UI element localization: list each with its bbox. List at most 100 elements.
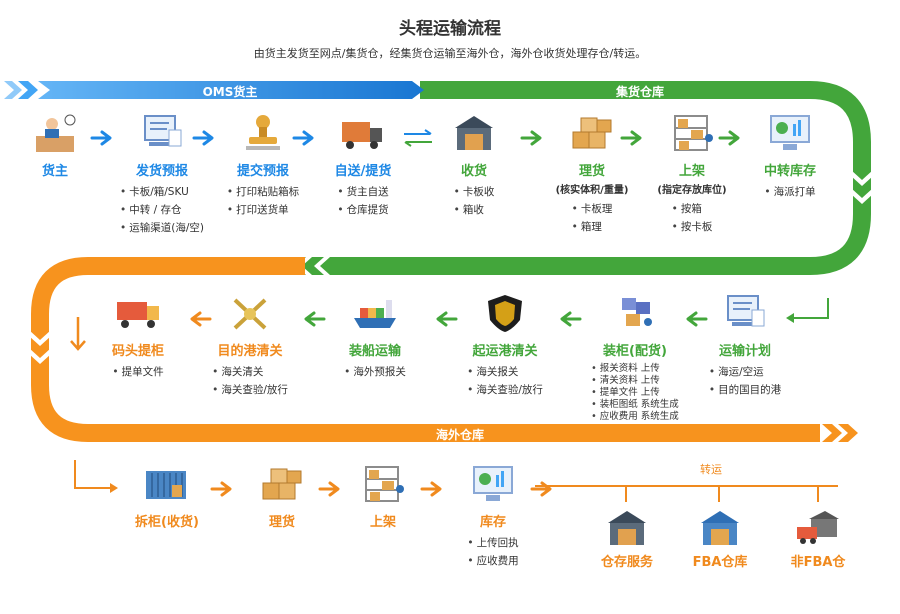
page-subtitle: 由货主发货至网点/集货仓，经集货仓运输至海外仓，海外仓收货处理存仓/转运。 (253, 47, 647, 60)
flow-arrow (620, 130, 642, 146)
step-note: 海外预报关 (344, 363, 406, 381)
step-notes: 报关资料 上传清关资料 上传提单文件 上传装柜图纸 系统生成应收费用 系统生成 (591, 363, 679, 423)
flow-arrow (560, 311, 582, 327)
cargo-ship-icon (315, 292, 435, 334)
step-note: 应收费用 (467, 552, 519, 570)
step-notes: 按箱按卡板 (672, 200, 713, 236)
step-notes: 卡板收箱收 (454, 183, 495, 219)
loading-boxes-icon (575, 292, 695, 334)
step-label: 装柜(配货) (603, 344, 667, 359)
step-node: 非FBA仓 (758, 507, 878, 570)
warehouse-boxes-icon (567, 507, 687, 549)
flow-arrow (686, 311, 708, 327)
step-note: 按箱 (672, 200, 713, 218)
step-note: 目的国目的港 (709, 381, 781, 399)
step-node: 提交预报打印粘贴箱标打印送货单 (203, 112, 323, 219)
flow-arrow (90, 130, 112, 146)
step-node: 拆柜(收货) (107, 463, 227, 530)
step-note: 装柜图纸 系统生成 (591, 399, 679, 411)
exchange-arrow (404, 129, 432, 147)
down-arrow (70, 317, 86, 351)
flow-arrow (318, 481, 340, 497)
step-note: 海关清关 (212, 363, 288, 381)
orange-loop (31, 257, 820, 442)
step-note: 提单文件 上传 (591, 387, 679, 399)
step-node: 收货卡板收箱收 (414, 112, 534, 219)
step-note: 海关查验/放行 (212, 381, 288, 399)
stamp-icon (203, 112, 323, 154)
plan-screen-icon (685, 292, 805, 334)
step-node: 装船运输海外预报关 (315, 292, 435, 381)
step-notes: 卡板理箱理 (572, 200, 613, 236)
flow-arrow (192, 130, 214, 146)
shelving-icon (632, 112, 752, 154)
step-label: 装船运输 (348, 344, 401, 359)
dashboard-screen-icon (433, 463, 553, 505)
step-note: 箱收 (454, 201, 495, 219)
step-label: 上架 (678, 164, 705, 179)
flow-arrow (520, 130, 542, 146)
step-label: FBA仓库 (692, 555, 748, 570)
overseas-banner-label: 海外仓库 (435, 428, 484, 442)
step-label: 非FBA仓 (790, 555, 846, 570)
step-label: 货主 (41, 164, 68, 179)
step-note: 卡板收 (454, 183, 495, 201)
step-label: 发货预报 (135, 164, 188, 179)
step-node: 起运港清关海关报关海关查验/放行 (445, 292, 565, 399)
delivery-truck-icon (303, 112, 423, 154)
customs-shield-icon (445, 292, 565, 334)
step-notes: 海关报关海关查验/放行 (467, 363, 543, 399)
flow-arrow (436, 311, 458, 327)
step-note: 卡板/箱/SKU (120, 183, 204, 201)
flow-arrow (190, 311, 212, 327)
step-notes: 上传回执应收费用 (467, 534, 519, 570)
step-node: 码头提柜提单文件 (78, 292, 198, 381)
step-sublabel: (指定存放库位) (657, 185, 727, 196)
step-note: 清关资料 上传 (591, 375, 679, 387)
step-label: 目的港清关 (217, 344, 283, 359)
step-node: 理货(核实体积/重量)卡板理箱理 (532, 112, 652, 236)
step-label: 提交预报 (236, 164, 289, 179)
page-title: 头程运输流程 (399, 19, 501, 39)
step-node: FBA仓库 (660, 507, 780, 570)
step-notes: 海运/空运目的国目的港 (709, 363, 781, 399)
oms-banner-label: OMS货主 (202, 85, 258, 99)
step-label: 自送/提货 (334, 164, 392, 179)
container-truck-icon (78, 292, 198, 334)
step-node: 装柜(配货) 报关资料 上传清关资料 上传提单文件 上传装柜图纸 系统生成应收费用… (575, 292, 695, 423)
step-note: 海运/空运 (709, 363, 781, 381)
step-label: 码头提柜 (111, 344, 164, 359)
boxes-icon (532, 112, 652, 154)
step-node: 发货预报卡板/箱/SKU中转 / 存仓运输渠道(海/空) (102, 112, 222, 237)
oms-banner (38, 81, 424, 99)
forecast-screen-icon (102, 112, 222, 154)
step-label: 理货 (268, 515, 295, 530)
container-icon (107, 463, 227, 505)
boxes-icon (222, 463, 342, 505)
step-label: 拆柜(收货) (135, 515, 199, 530)
customs-emblem-icon (190, 292, 310, 334)
flow-arrow (718, 130, 740, 146)
step-label: 仓存服务 (600, 555, 653, 570)
step-node: 目的港清关海关清关海关查验/放行 (190, 292, 310, 399)
step-node: 库存上传回执应收费用 (433, 463, 553, 570)
fba-warehouse-icon (660, 507, 780, 549)
step-notes: 打印粘贴箱标打印送货单 (227, 183, 299, 219)
step-label: 运输计划 (718, 344, 771, 359)
step-note: 仓库提货 (337, 201, 389, 219)
step-notes: 海派打单 (764, 183, 816, 201)
step-note: 海派打单 (764, 183, 816, 201)
flow-arrow (304, 311, 326, 327)
step-note: 运输渠道(海/空) (120, 219, 204, 237)
step-note: 卡板理 (572, 200, 613, 218)
step-node: 上架 (323, 463, 443, 530)
step-node: 自送/提货货主自送仓库提货 (303, 112, 423, 219)
collect-banner-label: 集货仓库 (615, 85, 664, 99)
step-node: 货主 (0, 112, 115, 179)
green-loop (305, 81, 871, 275)
step-sublabel: (核实体积/重量) (555, 185, 629, 196)
flow-arrow (210, 481, 232, 497)
